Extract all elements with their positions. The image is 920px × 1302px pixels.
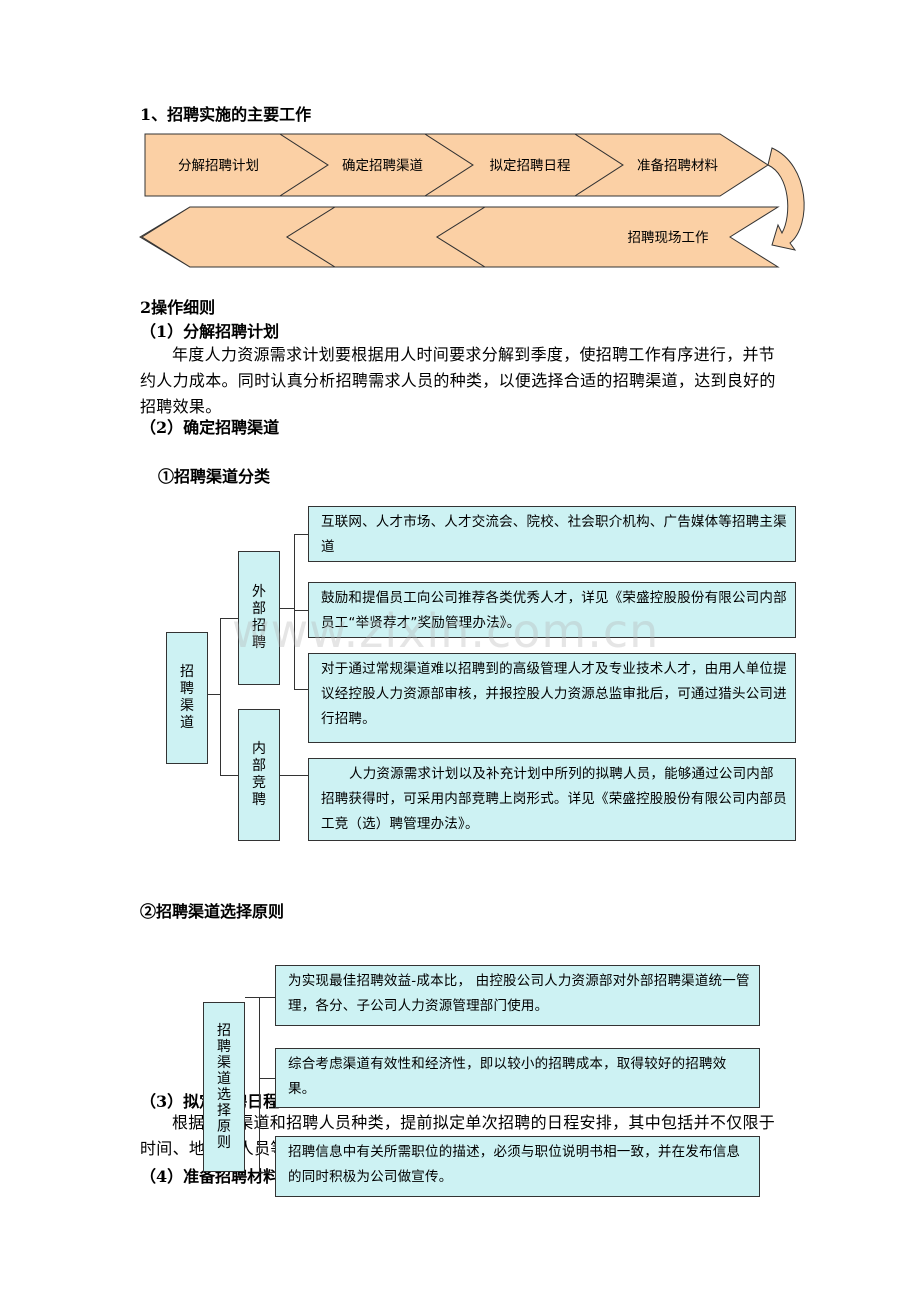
top-step-2-label: 确定招聘渠道 <box>342 158 423 174</box>
connector <box>280 775 308 776</box>
connector <box>220 618 238 619</box>
connector <box>280 608 294 609</box>
subsection1-paragraph: 年度人力资源需求计划要根据用人时间要求分解到季度，使招聘工作有序进行，并节约人力… <box>140 345 776 416</box>
connector <box>294 610 308 611</box>
connector <box>259 1172 275 1173</box>
principle-item-2: 综合考虑渠道有效性和经济性，即以较小的招聘成本，取得较好的招聘效果。 <box>275 1048 760 1108</box>
internal-channel-item: 人力资源需求计划以及补充计划中所列的拟聘人员，能够通过公司内部招聘获得时，可采用… <box>308 758 796 841</box>
subsection2-title: （2）确定招聘渠道 <box>140 418 280 437</box>
external-channel-referral: 鼓励和提倡员工向公司推荐各类优秀人才，详见《荣盛控股股份有限公司内部员工“举贤荐… <box>308 582 796 638</box>
connector <box>220 618 221 775</box>
connector <box>259 997 275 998</box>
internal-recruit-box: 内部竞聘 <box>238 709 280 841</box>
top-step-4-label: 准备招聘材料 <box>637 157 718 174</box>
section1-title: 1、招聘实施的主要工作 <box>140 105 312 124</box>
bottom-step-4-label: 招聘现场工作 <box>628 230 709 246</box>
connector <box>259 1078 275 1079</box>
external-recruit-box: 外部招聘 <box>238 551 280 685</box>
connector <box>220 775 238 776</box>
connector <box>294 534 308 535</box>
principle-item-3: 招聘信息中有关所需职位的描述，必须与职位说明书相一致，并在发布信息的同时积极为公… <box>275 1136 760 1197</box>
top-step-1-label: 分解招聘计划 <box>178 158 259 174</box>
principle-item-1: 为实现最佳招聘效益-成本比， 由控股公司人力资源部对外部招聘渠道统一管理，各分、… <box>275 965 760 1026</box>
connector <box>294 534 295 689</box>
connector <box>294 689 308 690</box>
connector <box>259 997 260 1172</box>
external-channel-main: 互联网、人才市场、人才交流会、院校、社会职介机构、广告媒体等招聘主渠道 <box>308 506 796 562</box>
bottom-step-4-chevron <box>436 206 780 268</box>
channel-principle-title: ②招聘渠道选择原则 <box>140 902 285 921</box>
channel-root-box: 招聘渠道 <box>166 632 208 764</box>
top-step-3-label: 拟定招聘日程 <box>490 158 571 174</box>
turn-arrow <box>767 147 805 251</box>
connector <box>245 997 259 998</box>
watermark: www.zixin.com.cn <box>232 604 660 658</box>
connector <box>208 694 220 695</box>
external-channel-headhunter: 对于通过常规渠道难以招聘到的高级管理人才及专业技术人才，由用人单位提议经控股人力… <box>308 653 796 743</box>
principle-root-box: 招聘渠道选择原则 <box>203 1002 245 1172</box>
channel-classification-title: ①招聘渠道分类 <box>158 467 271 486</box>
section2-title: 2操作细则 <box>140 298 216 317</box>
top-step-4-chevron <box>573 133 769 197</box>
subsection1-title: （1）分解招聘计划 <box>140 322 280 341</box>
